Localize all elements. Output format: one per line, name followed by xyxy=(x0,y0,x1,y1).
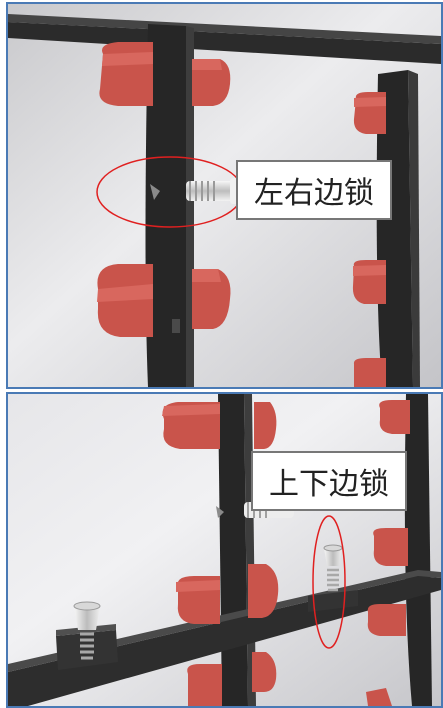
frame-center-post xyxy=(218,394,248,706)
top-bottom-lock-label: 上下边锁 xyxy=(251,451,407,511)
frame-clip-icon xyxy=(187,664,222,706)
frame-clip-icon xyxy=(353,358,386,387)
panel-top-bottom-lock: 上下边锁 xyxy=(6,392,443,708)
panel-top-bottom-lock-illustration xyxy=(8,394,441,706)
frame-right-post xyxy=(404,394,432,706)
frame-clip-icon xyxy=(97,264,153,337)
frame-clip-icon xyxy=(373,528,408,566)
frame-clip-icon xyxy=(176,576,220,624)
frame-clip-icon xyxy=(254,402,277,449)
screw-lock-icon xyxy=(323,544,343,592)
frame-left-post xyxy=(145,24,186,387)
frame-clip-icon xyxy=(379,400,410,434)
side-lock-label: 左右边锁 xyxy=(236,160,392,220)
frame-top-rail xyxy=(8,22,441,64)
red-ellipse-highlight xyxy=(312,515,346,649)
screw-lock-icon xyxy=(73,601,101,660)
frame-clip-icon xyxy=(162,402,220,449)
frame-clip-icon xyxy=(248,564,279,618)
panel-side-lock: 左右边锁 xyxy=(6,2,443,389)
frame-clip-icon xyxy=(192,59,231,106)
frame-right-post xyxy=(376,70,413,387)
frame-clip-icon xyxy=(366,688,392,706)
frame-clip-icon xyxy=(192,269,231,329)
frame-clip-icon xyxy=(252,652,277,692)
frame-clip-icon xyxy=(352,260,386,304)
frame-clip-icon xyxy=(353,92,386,134)
frame-clip-icon xyxy=(367,604,406,636)
frame-clip-icon xyxy=(99,42,153,106)
